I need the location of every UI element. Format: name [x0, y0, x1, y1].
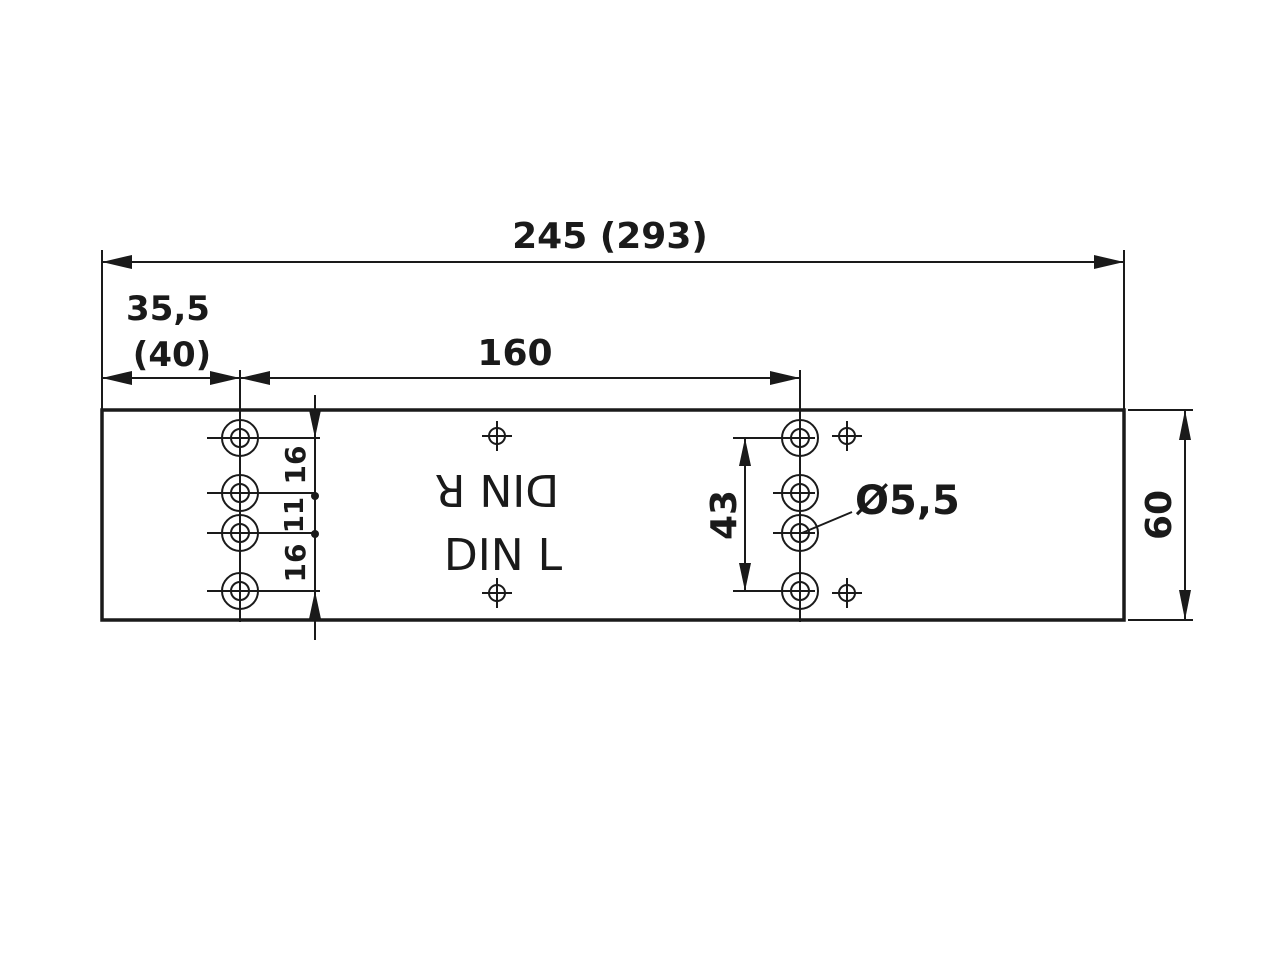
height-dimension: 60: [1128, 409, 1193, 621]
left-offset-alt-label: (40): [133, 335, 211, 375]
overall-length-dimension: 245 (293): [101, 216, 1125, 410]
din-r-label: DIN R: [435, 464, 559, 515]
hole-diameter-label: Ø5,5: [855, 478, 960, 524]
height-label: 60: [1139, 490, 1180, 540]
right-spacing-label: 43: [704, 490, 745, 540]
hole-spacing-label: 160: [477, 333, 552, 374]
din-l-label: DIN L: [444, 530, 563, 581]
center-markings: DIN R DIN L: [435, 420, 563, 609]
crosshair-mark: [831, 420, 863, 452]
left-spacing-mid-label: 11: [280, 497, 310, 533]
left-offset-label: 35,5: [126, 289, 210, 329]
crosshair-mark: [481, 420, 513, 452]
overall-length-label: 245 (293): [512, 216, 708, 257]
left-spacing-top-label: 16: [279, 446, 312, 485]
crosshair-mark: [831, 577, 863, 609]
crosshair-mark: [481, 577, 513, 609]
right-hole-column: 43 Ø5,5: [704, 419, 960, 610]
offset-dimensions: 35,5 (40) 160: [102, 289, 801, 622]
left-hole-column: 16 11 16: [207, 395, 321, 640]
left-spacing-bottom-label: 16: [279, 544, 312, 583]
mounting-plate-outline: [100, 408, 1126, 622]
